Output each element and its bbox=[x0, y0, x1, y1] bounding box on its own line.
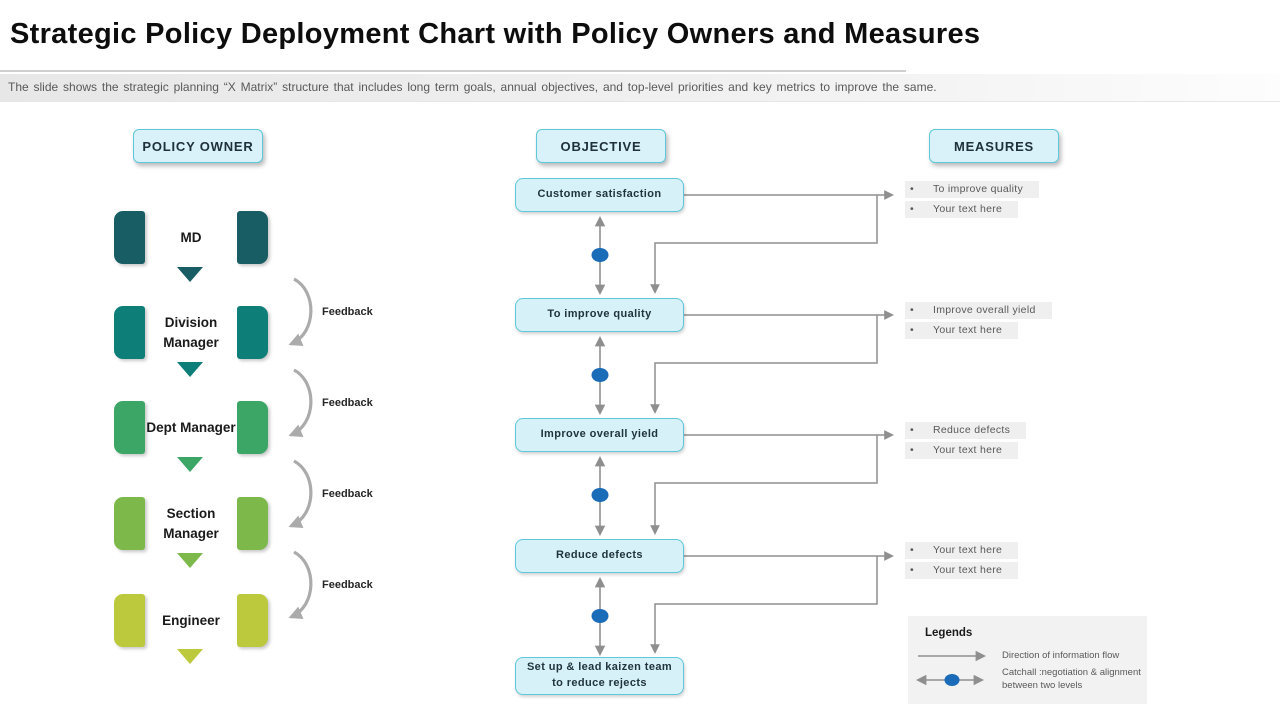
measure-text: Reduce defects bbox=[933, 424, 1011, 436]
owner-label: Division Manager bbox=[163, 314, 219, 350]
owner-color-block bbox=[114, 306, 145, 359]
page-title: Strategic Policy Deployment Chart with P… bbox=[10, 18, 981, 50]
bullet-icon: • bbox=[910, 544, 914, 556]
policy-owner-dept-manager: Dept Manager bbox=[114, 401, 268, 454]
measure-text: Your text here bbox=[933, 203, 1003, 215]
bullet-icon: • bbox=[910, 304, 914, 316]
measure-group: • Your text here • Your text here bbox=[905, 540, 1019, 580]
feedback-arc-icon bbox=[288, 277, 313, 619]
bullet-icon: • bbox=[910, 203, 914, 215]
owner-color-block bbox=[114, 211, 145, 264]
feedback-label: Feedback bbox=[322, 579, 373, 591]
policy-owner-md: MD bbox=[114, 211, 268, 264]
owner-color-block bbox=[114, 401, 145, 454]
owner-color-block bbox=[237, 497, 268, 550]
measure-text: Your text here bbox=[933, 324, 1003, 336]
owner-label: Section Manager bbox=[163, 505, 219, 541]
objective-improve-quality: To improve quality bbox=[515, 298, 684, 332]
column-header-objective: OBJECTIVE bbox=[536, 129, 666, 163]
measure-group: • To improve quality • Your text here bbox=[905, 179, 1040, 219]
measure-item: • To improve quality bbox=[905, 179, 1040, 198]
measure-group: • Improve overall yield • Your text here bbox=[905, 300, 1052, 340]
owner-label: Dept Manager bbox=[146, 419, 236, 435]
measure-text: Improve overall yield bbox=[933, 304, 1036, 316]
measure-item: • Your text here bbox=[905, 320, 1052, 339]
measure-item: • Improve overall yield bbox=[905, 300, 1052, 319]
owner-color-block bbox=[114, 594, 145, 647]
feedback-label: Feedback bbox=[322, 306, 373, 318]
down-arrow-icon bbox=[177, 362, 203, 377]
owner-color-block bbox=[114, 497, 145, 550]
bullet-icon: • bbox=[910, 183, 914, 195]
measure-item: • Your text here bbox=[905, 199, 1039, 218]
policy-owner-engineer: Engineer bbox=[114, 594, 268, 647]
legend-item-label: Direction of information flow bbox=[1002, 650, 1120, 661]
legends-title: Legends bbox=[925, 627, 973, 639]
column-header-measures: MEASURES bbox=[929, 129, 1059, 163]
legend-item-label: Catchall :negotiation & alignment betwee… bbox=[1002, 667, 1141, 691]
measure-item: • Your text here bbox=[905, 540, 1019, 559]
down-arrow-icon bbox=[177, 649, 203, 664]
catchball-legend-icon bbox=[915, 674, 985, 686]
objective-customer-satisfaction: Customer satisfaction bbox=[515, 178, 684, 212]
bullet-icon: • bbox=[910, 424, 914, 436]
measure-text: Your text here bbox=[933, 564, 1003, 576]
subtitle-text: The slide shows the strategic planning “… bbox=[8, 80, 937, 94]
bullet-icon: • bbox=[910, 324, 914, 336]
policy-owner-section-manager: Section Manager bbox=[114, 497, 268, 550]
owner-color-block bbox=[237, 401, 268, 454]
measure-item: • Your text here bbox=[905, 440, 1026, 459]
owner-color-block bbox=[237, 211, 268, 264]
objective-reduce-defects: Reduce defects bbox=[515, 539, 684, 573]
measure-arrow bbox=[684, 190, 894, 561]
bullet-icon: • bbox=[910, 444, 914, 456]
measure-text: To improve quality bbox=[933, 183, 1024, 195]
objective-kaizen-team: Set up & lead kaizen team to reduce reje… bbox=[515, 657, 684, 695]
cascade-elbow bbox=[650, 195, 878, 654]
feedback-label: Feedback bbox=[322, 397, 373, 409]
down-arrow-icon bbox=[177, 267, 203, 282]
direction-arrow-icon bbox=[918, 650, 987, 662]
down-arrow-icon bbox=[177, 457, 203, 472]
legends-panel: Legends Direction of information flow Ca… bbox=[908, 616, 1147, 704]
column-header-policy-owner: POLICY OWNER bbox=[133, 129, 263, 163]
measure-group: • Reduce defects • Your text here bbox=[905, 420, 1027, 460]
owner-color-block bbox=[237, 594, 268, 647]
down-arrow-icon bbox=[177, 553, 203, 568]
owner-color-block bbox=[237, 306, 268, 359]
objective-improve-yield: Improve overall yield bbox=[515, 418, 684, 452]
measure-text: Your text here bbox=[933, 544, 1003, 556]
bullet-icon: • bbox=[910, 564, 914, 576]
policy-owner-division-manager: Division Manager bbox=[114, 306, 268, 359]
title-divider bbox=[0, 70, 906, 72]
catchball-dot bbox=[591, 248, 609, 623]
owner-label: Engineer bbox=[162, 612, 220, 628]
owner-label: MD bbox=[180, 229, 202, 245]
feedback-label: Feedback bbox=[322, 488, 373, 500]
measure-text: Your text here bbox=[933, 444, 1003, 456]
subtitle-bar: The slide shows the strategic planning “… bbox=[0, 74, 1280, 102]
measure-item: • Reduce defects bbox=[905, 420, 1027, 439]
measure-item: • Your text here bbox=[905, 560, 1019, 579]
